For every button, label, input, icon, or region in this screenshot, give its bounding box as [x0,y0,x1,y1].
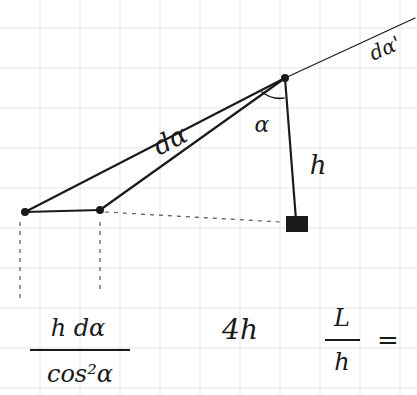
sketch-label: h [334,350,349,374]
sketch-label: L [334,306,350,330]
weight-block [286,216,308,232]
projection-lines [20,212,280,300]
sketch-label: cos²α [47,362,113,386]
sketch-label: dα [149,121,191,160]
sketch-label: α [255,114,270,136]
point [96,206,104,214]
sketch-label: = [377,327,399,353]
point [281,74,289,82]
sketch-label: dα' [366,32,403,63]
sketch-label: h dα [51,316,106,340]
rays [25,18,415,220]
sketch-label: 4h [222,316,258,344]
point [21,208,29,216]
sketch-label: h [310,152,327,178]
fraction-bars [30,340,360,350]
